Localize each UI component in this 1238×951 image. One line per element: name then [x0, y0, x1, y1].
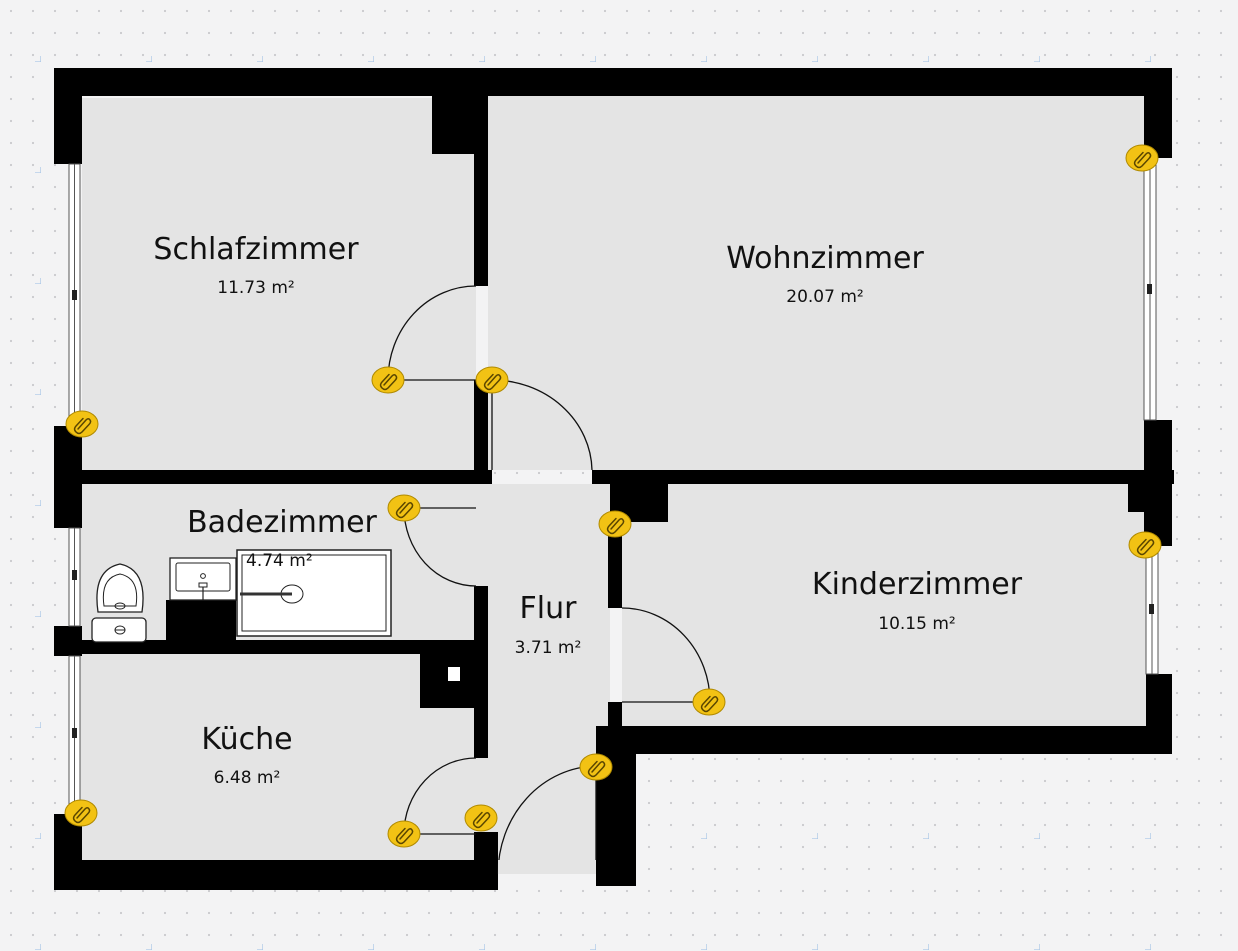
paperclip-icon[interactable] [598, 510, 632, 538]
room-name-wohnzimmer: Wohnzimmer [726, 241, 924, 276]
room-area-kinderzimmer: 10.15 m² [878, 614, 955, 634]
room-name-schlafzimmer: Schlafzimmer [153, 232, 359, 267]
room-area-flur: 3.71 m² [515, 638, 582, 658]
sink-icon [169, 557, 237, 601]
paperclip-icon[interactable] [387, 820, 421, 848]
wall-left-upper [54, 68, 82, 164]
wall-center-kueche [474, 648, 488, 758]
room-labels: Schlafzimmer 11.73 m² Wohnzimmer 20.07 m… [153, 232, 1022, 788]
room-area-kueche: 6.48 m² [214, 768, 281, 788]
paperclip-icon[interactable] [464, 804, 498, 832]
paperclip-icon[interactable] [371, 366, 405, 394]
wall-horizontal-wohn [592, 470, 1174, 484]
paperclip-icon[interactable] [1125, 144, 1159, 172]
room-name-flur: Flur [520, 591, 578, 626]
floor-wohnzimmer [488, 96, 1144, 470]
wall-bottom-right [610, 726, 1172, 754]
room-area-schlafzimmer: 11.73 m² [217, 278, 294, 298]
floor-flur [476, 484, 610, 874]
paperclip-icon[interactable] [1128, 531, 1162, 559]
paperclip-icon[interactable] [64, 799, 98, 827]
floor-kinderzimmer [622, 484, 1146, 726]
paperclip-icon[interactable] [692, 688, 726, 716]
shower-tray-icon [236, 549, 392, 637]
wall-flur-right-upper [608, 522, 622, 608]
wall-right-upper [1144, 68, 1172, 158]
paperclip-icon[interactable] [475, 366, 509, 394]
wall-pillar-hole [448, 667, 460, 681]
paperclip-icon[interactable] [65, 410, 99, 438]
room-area-badezimmer: 4.74 m² [246, 551, 313, 571]
wall-center-upper [474, 96, 488, 286]
wall-top [54, 68, 1172, 96]
wall-flur-right-lower [608, 702, 622, 726]
wall-center-mid [474, 380, 488, 484]
entrance-threshold [498, 860, 596, 874]
wall-bad-bottom [54, 640, 488, 654]
paperclip-icon[interactable] [387, 494, 421, 522]
room-name-kueche: Küche [201, 722, 292, 757]
wall-horizontal-upper [54, 470, 492, 484]
toilet-icon [91, 563, 147, 643]
paperclip-icon[interactable] [579, 753, 613, 781]
wall-center-bottom [474, 832, 498, 890]
room-name-badezimmer: Badezimmer [187, 505, 377, 540]
wall-layer [54, 68, 1174, 890]
wall-center-bad [474, 586, 488, 648]
wall-kinder-top-right [1128, 470, 1172, 512]
window-handles [72, 284, 1154, 738]
wall-bad-counter [166, 600, 236, 642]
wall-flur-right-bottom [596, 726, 636, 886]
floor-schlafzimmer [82, 98, 476, 470]
wall-bottom-left [54, 860, 498, 890]
room-name-kinderzimmer: Kinderzimmer [812, 567, 1023, 602]
room-area-wohnzimmer: 20.07 m² [786, 287, 863, 307]
